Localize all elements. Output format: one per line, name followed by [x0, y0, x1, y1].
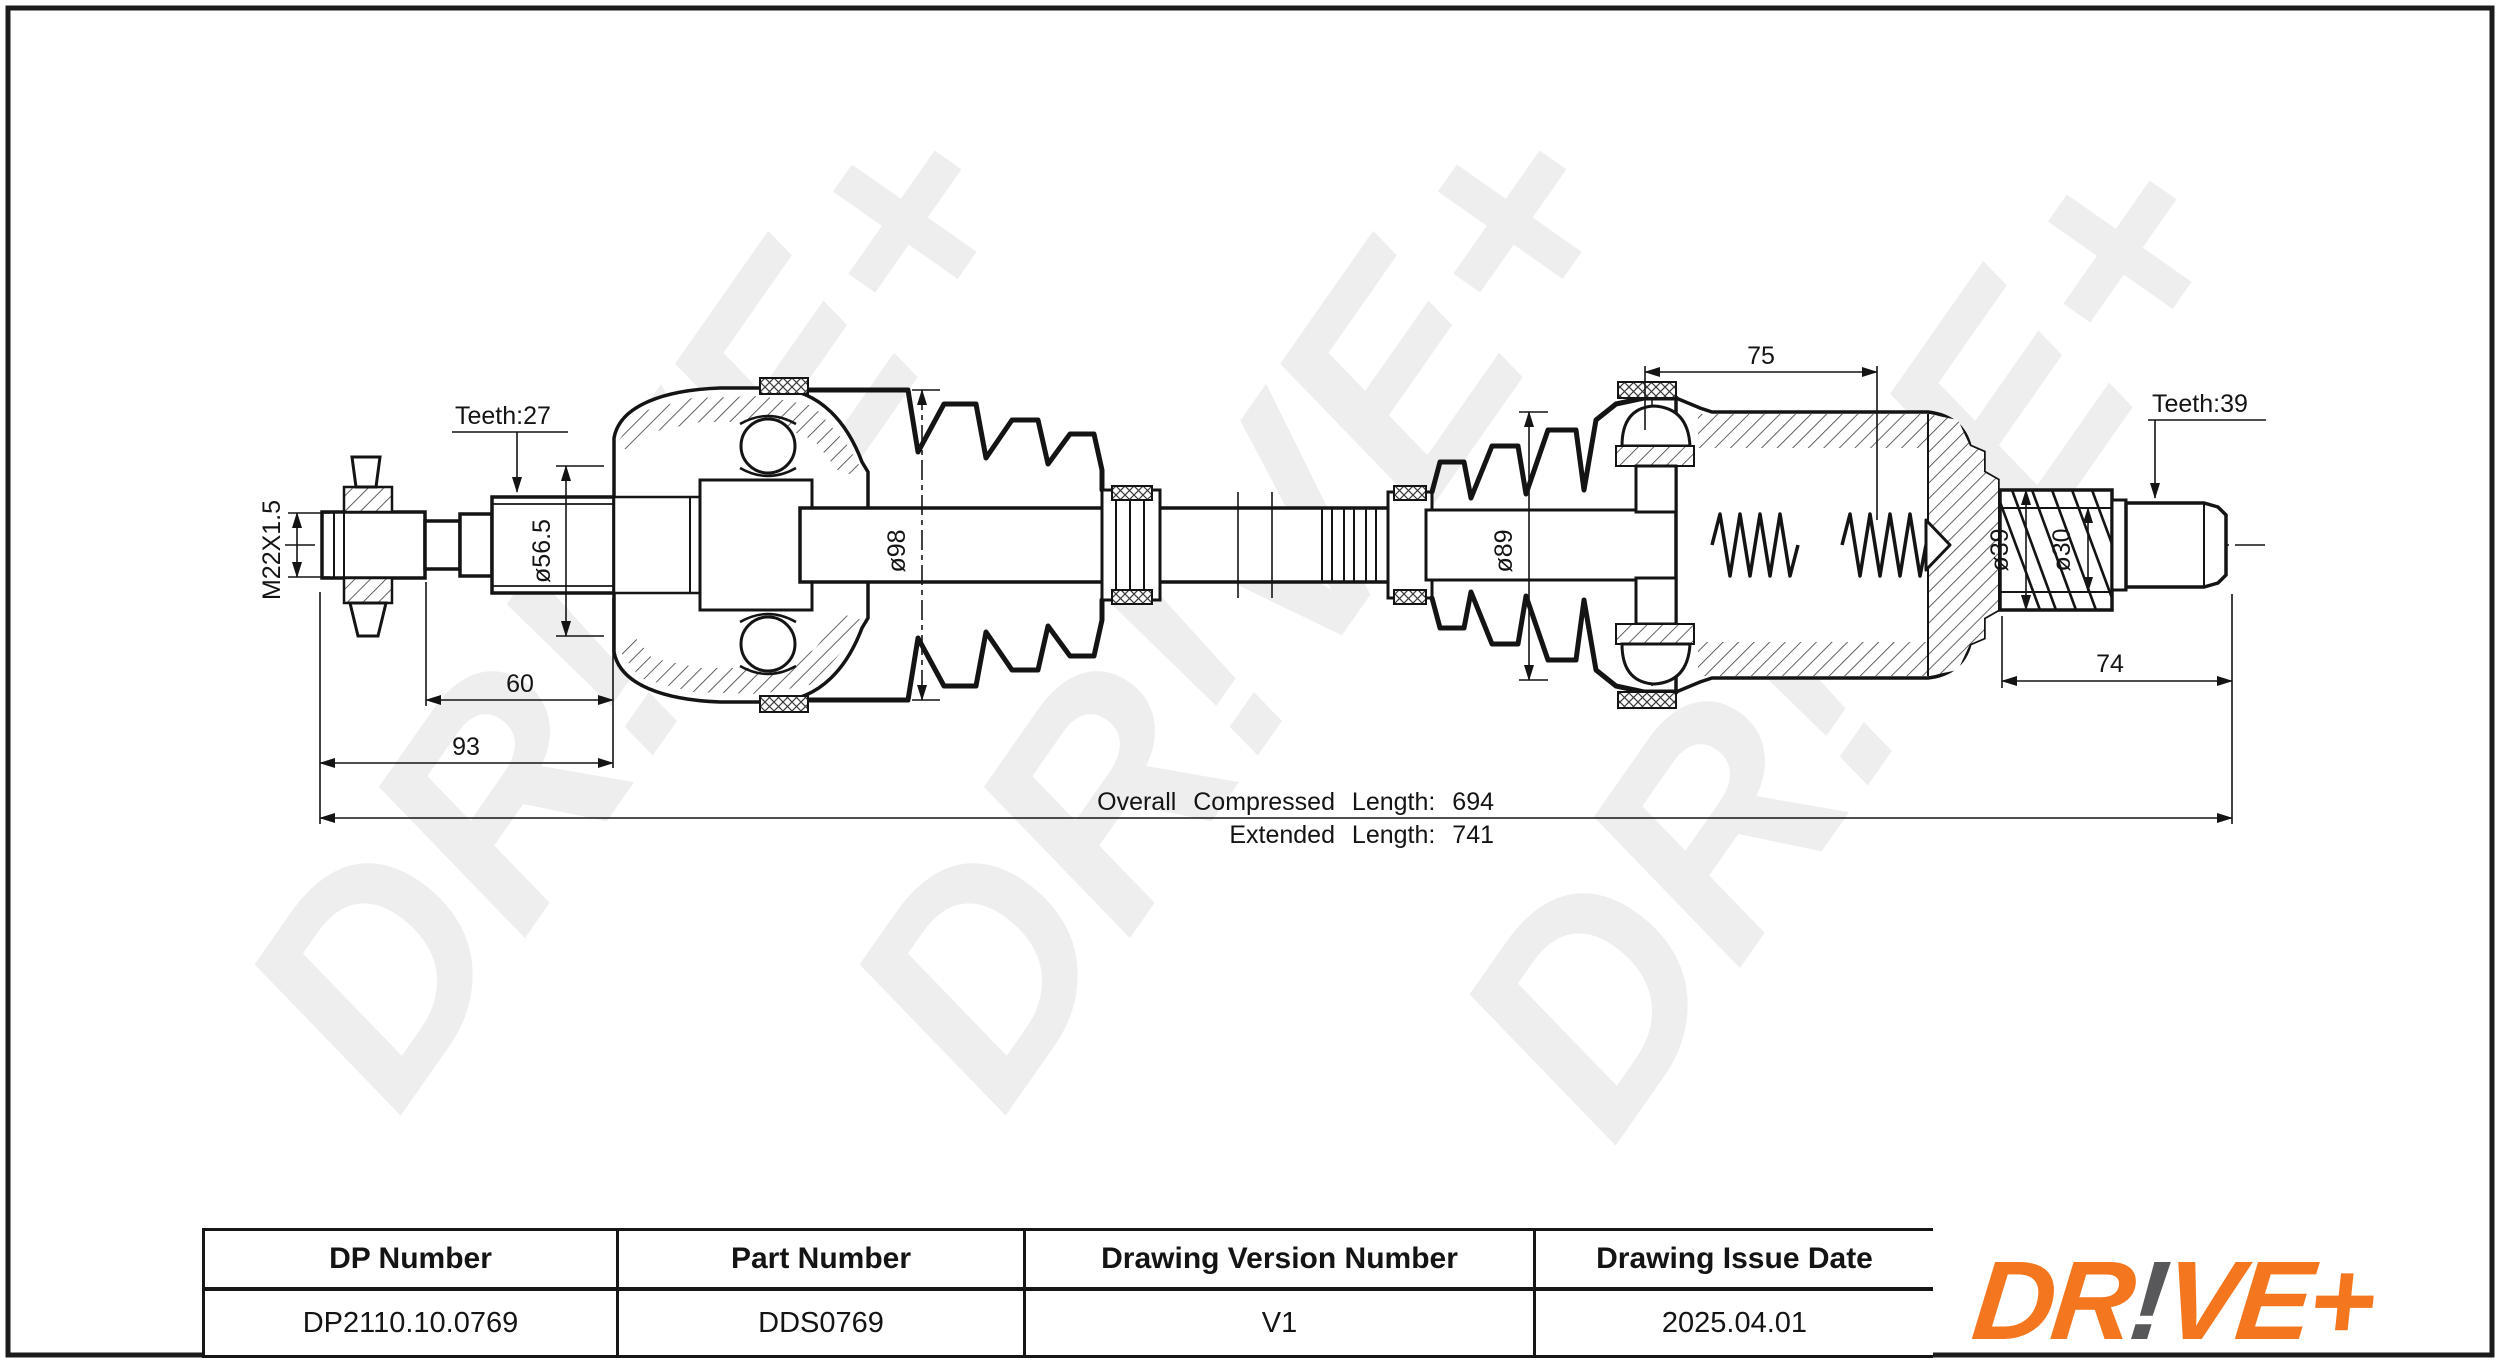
label-teeth-27: Teeth:27: [455, 402, 551, 430]
outer-cv-joint-bell: [612, 386, 870, 704]
boot-clamp-band: [759, 377, 809, 395]
tripod-roller: [1615, 381, 1695, 709]
logo-text-dr: DR: [1967, 1237, 2138, 1363]
drive-plus-logo: DR!VE+: [1967, 1238, 2378, 1363]
label-dim-74: 74: [2096, 650, 2124, 678]
axle-geometry: [320, 377, 2228, 713]
title-block-table: DP Number Part Number Drawing Version Nu…: [202, 1228, 1933, 1358]
label-extended-length: Extended Length: 741: [1229, 821, 1494, 849]
header-dp-number: DP Number: [205, 1231, 619, 1291]
label-teeth-39: Teeth:39: [2152, 390, 2248, 418]
label-dia-56-5: ø56.5: [528, 519, 556, 583]
header-drawing-version: Drawing Version Number: [1026, 1231, 1536, 1291]
label-dia-30: ø30: [2048, 528, 2076, 571]
inner-shaft-end: [1424, 508, 1708, 582]
value-part-number: DDS0769: [619, 1291, 1026, 1355]
logo-text-ve-plus: VE+: [2158, 1237, 2379, 1363]
label-overall-compressed-length: Overall Compressed Length: 694: [1097, 788, 1494, 816]
outer-threaded-stub: [320, 455, 427, 638]
inner-stub-end: [2124, 501, 2228, 589]
stub-shaft-steps: [423, 512, 494, 578]
label-dim-75: 75: [1747, 342, 1775, 370]
header-part-number: Part Number: [619, 1231, 1026, 1291]
label-dim-93: 93: [452, 733, 480, 761]
value-drawing-version: V1: [1026, 1291, 1536, 1355]
axle-shaft: [798, 492, 1392, 598]
inner-tripod-housing: [1674, 395, 2000, 695]
bearing-ball-top: [739, 417, 797, 475]
value-issue-date: 2025.04.01: [1536, 1291, 1933, 1355]
label-thread-m22: M22X1.5: [258, 500, 286, 600]
label-dim-60: 60: [506, 670, 534, 698]
label-dia-89: ø89: [1490, 529, 1518, 572]
value-dp-number: DP2110.10.0769: [205, 1291, 619, 1355]
boot-clamp-band: [759, 695, 809, 713]
bearing-ball-bottom: [739, 615, 797, 673]
label-dia-39: ø39: [1986, 528, 2014, 571]
label-dia-98: ø98: [883, 529, 911, 572]
plunge-spring: [1710, 512, 1952, 578]
inner-boot-bellows: [1429, 395, 1679, 695]
outer-boot-small-clamp: [1100, 485, 1162, 605]
dimension-labels: Teeth:27 M22X1.5 ø56.5 ø98 60 93 75 ø89 …: [258, 342, 2248, 849]
header-issue-date: Drawing Issue Date: [1536, 1231, 1933, 1291]
spline-section-27: [490, 495, 616, 595]
dimension-annotations: [288, 366, 2266, 824]
